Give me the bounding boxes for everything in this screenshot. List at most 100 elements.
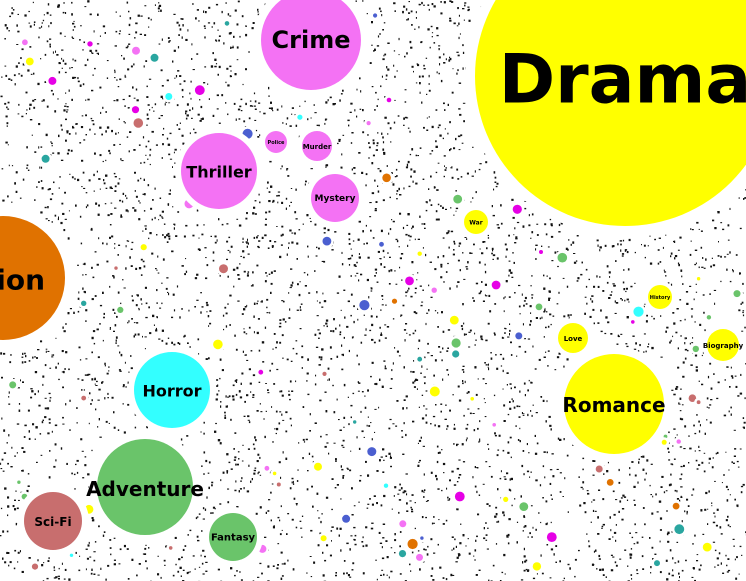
bubble-murder[interactable]: Murder (297, 126, 337, 166)
bubble-crime[interactable]: Crime (253, 0, 369, 98)
bubble-biography[interactable]: Biography (702, 324, 744, 366)
mini-bubble[interactable] (503, 496, 509, 502)
mini-bubble[interactable] (539, 250, 543, 254)
mini-bubble[interactable] (386, 97, 392, 103)
mini-bubble[interactable] (416, 553, 423, 561)
mini-bubble[interactable] (114, 266, 118, 270)
mini-bubble[interactable] (492, 423, 497, 427)
mini-bubble[interactable] (322, 236, 332, 246)
bubble-mystery[interactable]: Mystery (305, 168, 365, 228)
mini-bubble[interactable] (417, 251, 422, 256)
mini-bubble[interactable] (87, 41, 93, 47)
mini-bubble[interactable] (405, 276, 414, 286)
mini-bubble[interactable] (431, 287, 437, 293)
mini-bubble[interactable] (258, 369, 264, 375)
mini-bubble[interactable] (133, 118, 144, 128)
mini-bubble[interactable] (194, 85, 205, 96)
bubble-horror[interactable]: Horror (128, 346, 216, 434)
mini-bubble[interactable] (132, 46, 140, 55)
mini-bubble[interactable] (219, 264, 228, 274)
mini-bubble[interactable] (676, 439, 681, 444)
mini-bubble[interactable] (696, 400, 701, 405)
mini-bubble[interactable] (150, 53, 159, 62)
mini-bubble[interactable] (633, 306, 644, 317)
mini-bubble[interactable] (320, 535, 327, 542)
mini-bubble[interactable] (515, 332, 523, 340)
mini-bubble[interactable] (417, 356, 423, 362)
mini-bubble[interactable] (661, 439, 667, 445)
bubble-thriller[interactable]: Thriller (175, 127, 263, 215)
mini-bubble[interactable] (366, 121, 371, 126)
bubble-history[interactable]: History (644, 281, 676, 313)
mini-bubble[interactable] (140, 244, 147, 251)
mini-bubble[interactable] (373, 13, 378, 18)
mini-bubble[interactable] (535, 303, 543, 311)
mini-bubble[interactable] (48, 76, 57, 85)
mini-bubble[interactable] (654, 560, 660, 567)
mini-bubble[interactable] (224, 21, 230, 26)
mini-bubble[interactable] (322, 371, 327, 376)
mini-bubble[interactable] (17, 480, 21, 484)
bubble-adventure[interactable]: Adventure (86, 431, 204, 543)
mini-bubble[interactable] (213, 339, 223, 350)
mini-bubble[interactable] (606, 479, 614, 486)
mini-bubble[interactable] (672, 502, 680, 510)
mini-bubble[interactable] (25, 57, 34, 66)
mini-bubble[interactable] (359, 300, 370, 311)
mini-bubble[interactable] (706, 315, 712, 320)
mini-bubble[interactable] (429, 386, 440, 397)
mini-bubble[interactable] (117, 306, 124, 313)
bubble-romance[interactable]: Romance (556, 346, 672, 462)
mini-bubble[interactable] (453, 194, 463, 204)
bubble-scifi[interactable]: Sci-Fi (17, 485, 89, 557)
mini-bubble[interactable] (512, 204, 522, 214)
mini-bubble[interactable] (22, 39, 28, 46)
mini-bubble[interactable] (383, 483, 389, 488)
mini-bubble[interactable] (353, 420, 357, 424)
mini-bubble[interactable] (69, 553, 74, 557)
mini-bubble[interactable] (733, 290, 741, 298)
mini-bubble[interactable] (276, 482, 281, 487)
mini-bubble[interactable] (688, 394, 697, 403)
mini-bubble[interactable] (407, 538, 418, 550)
mini-bubble[interactable] (9, 381, 17, 389)
bubble-action[interactable]: tion (0, 206, 75, 350)
mini-bubble[interactable] (674, 524, 685, 535)
mini-bubble[interactable] (696, 277, 701, 281)
mini-bubble[interactable] (81, 300, 87, 306)
mini-bubble[interactable] (41, 154, 50, 163)
mini-bubble[interactable] (470, 397, 475, 401)
mini-bubble[interactable] (532, 562, 542, 571)
mini-bubble[interactable] (391, 298, 398, 304)
mini-bubble[interactable] (451, 338, 461, 348)
mini-bubble[interactable] (367, 447, 377, 457)
bubble-fantasy[interactable]: Fantasy (203, 507, 263, 567)
mini-bubble[interactable] (519, 502, 529, 511)
mini-bubble[interactable] (452, 350, 460, 358)
bubble-police[interactable]: Police (260, 126, 292, 158)
mini-bubble[interactable] (297, 114, 303, 120)
mini-bubble[interactable] (692, 345, 699, 353)
mini-bubble[interactable] (491, 280, 501, 290)
bubble-drama[interactable]: Drama (465, 0, 746, 236)
mini-bubble[interactable] (420, 536, 424, 540)
mini-bubble[interactable] (81, 395, 87, 401)
mini-bubble[interactable] (631, 320, 635, 324)
mini-bubble[interactable] (595, 465, 603, 473)
mini-bubble[interactable] (342, 514, 351, 523)
bubble-love[interactable]: Love (553, 318, 593, 358)
mini-bubble[interactable] (399, 520, 407, 528)
mini-bubble[interactable] (454, 491, 465, 502)
mini-bubble[interactable] (314, 462, 322, 471)
mini-bubble[interactable] (546, 532, 557, 542)
mini-bubble[interactable] (165, 93, 173, 100)
bubble-war[interactable]: War (460, 206, 492, 238)
mini-bubble[interactable] (131, 106, 140, 114)
mini-bubble[interactable] (31, 563, 39, 570)
mini-bubble[interactable] (264, 465, 270, 471)
mini-bubble[interactable] (702, 542, 712, 552)
mini-bubble[interactable] (398, 550, 407, 558)
mini-bubble[interactable] (379, 241, 384, 247)
mini-bubble[interactable] (272, 471, 277, 476)
mini-bubble[interactable] (449, 315, 459, 325)
